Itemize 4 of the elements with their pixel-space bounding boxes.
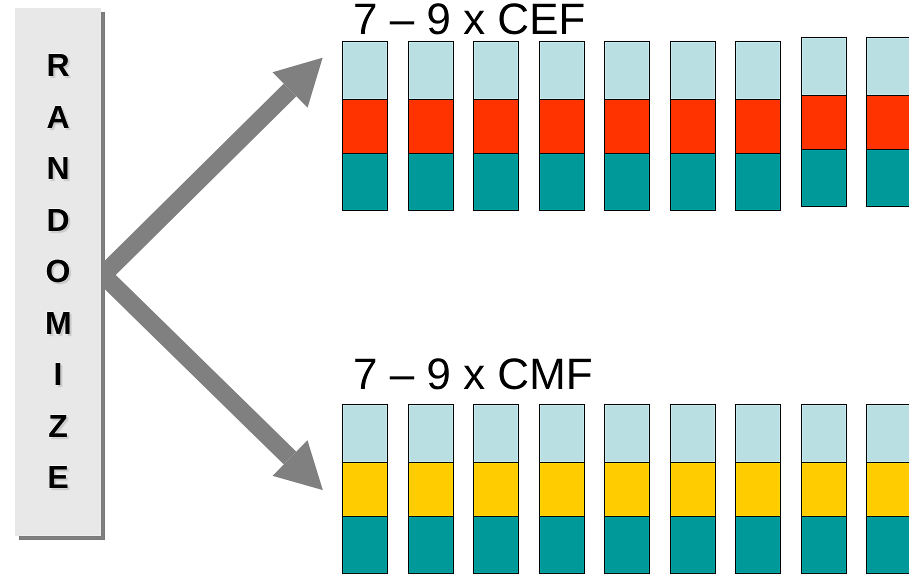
- arm-label: 7 – 9 x CEF: [353, 0, 586, 42]
- vertical-label: RANDOMIZE: [45, 46, 71, 498]
- randomize-box: [15, 8, 101, 536]
- arm-label: 7 – 9 x CMF: [353, 353, 593, 397]
